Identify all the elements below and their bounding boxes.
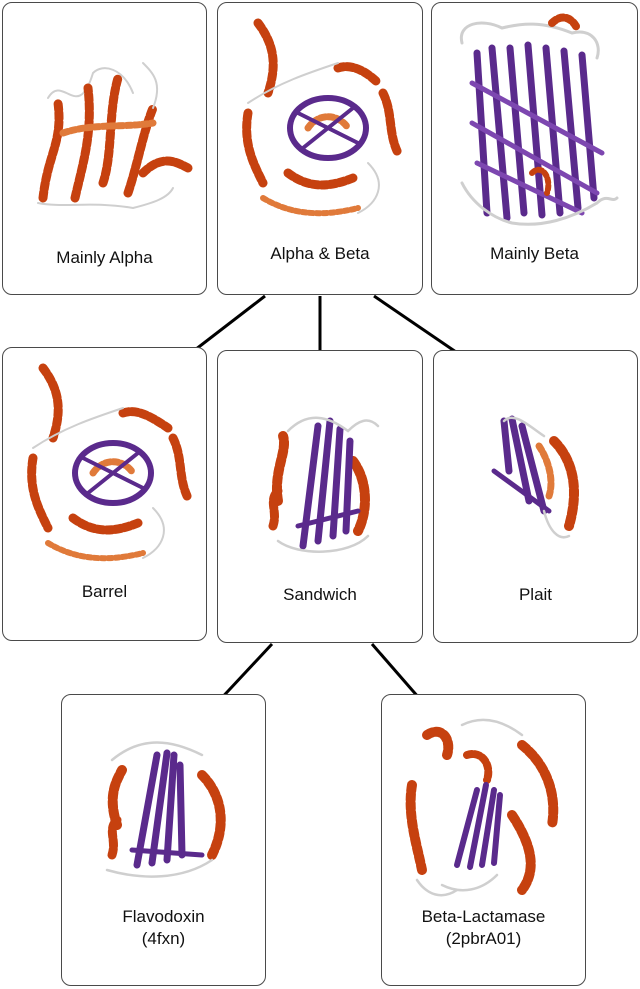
label-beta-lactamase: Beta-Lactamase — [421, 907, 546, 926]
label-flavodoxin-code: (4fxn) — [141, 929, 186, 948]
label-beta-lactamase-code: (2pbrA01) — [445, 929, 522, 948]
card-barrel[interactable]: Barrel — [2, 347, 207, 641]
label-mainly-beta: Mainly Beta — [490, 244, 579, 263]
card-mainly-alpha[interactable]: Mainly Alpha — [2, 2, 207, 295]
protein-mainly-beta-image — [459, 13, 619, 226]
protein-beta-lactamase-image — [405, 718, 559, 897]
card-flavodoxin[interactable]: Flavodoxin (4fxn) — [61, 694, 266, 986]
card-plait[interactable]: Plait — [433, 350, 638, 643]
protein-alpha-beta-image — [242, 18, 403, 217]
label-barrel: Barrel — [81, 582, 128, 601]
card-sandwich[interactable]: Sandwich — [217, 350, 423, 643]
protein-mainly-alpha-image — [37, 62, 193, 210]
protein-flavodoxin-image — [105, 741, 226, 878]
card-mainly-beta[interactable]: Mainly Beta — [431, 2, 638, 295]
protein-sandwich-image — [268, 416, 380, 553]
label-sandwich: Sandwich — [283, 585, 357, 604]
protein-barrel-image — [27, 363, 193, 562]
card-beta-lactamase[interactable]: Beta-Lactamase (2pbrA01) — [381, 694, 586, 986]
label-mainly-alpha: Mainly Alpha — [56, 248, 153, 267]
label-plait: Plait — [518, 585, 553, 604]
card-alpha-beta[interactable]: Alpha & Beta — [217, 2, 423, 295]
label-alpha-beta: Alpha & Beta — [270, 244, 370, 263]
protein-plait-image — [491, 415, 579, 539]
label-flavodoxin: Flavodoxin — [122, 907, 205, 926]
